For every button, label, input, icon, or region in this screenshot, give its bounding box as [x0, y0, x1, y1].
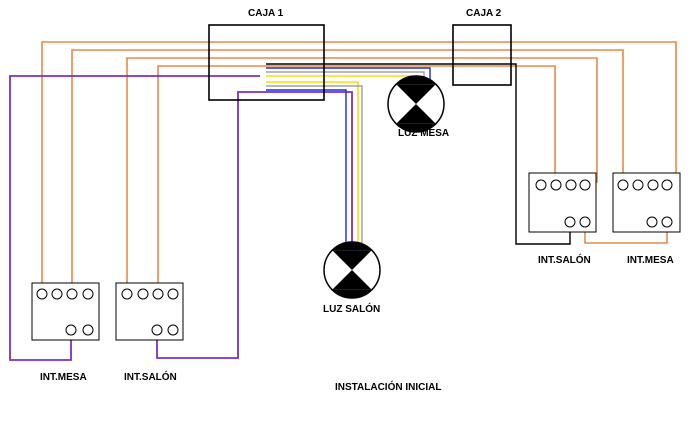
lamp-sector: [396, 84, 436, 104]
switch-terminal: [617, 179, 629, 191]
orange-wire: [71, 49, 624, 290]
switch-terminal: [646, 216, 658, 228]
luz-salon-label: LUZ SALÓN: [323, 302, 380, 315]
purple-wire: [9, 75, 260, 361]
switch-terminal: [167, 288, 179, 300]
caja-1-box: [208, 24, 325, 101]
switch-left-mesa-label: INT.MESA: [40, 372, 87, 383]
lamp-sector: [396, 104, 436, 124]
switch-terminal: [151, 324, 163, 336]
switch-terminal: [550, 179, 562, 191]
caja-1-label: CAJA 1: [248, 8, 284, 19]
lamp-sector: [332, 289, 372, 299]
switch-right-mesa-label: INT.MESA: [627, 255, 674, 266]
switch-terminal: [535, 179, 547, 191]
black-wire: [266, 63, 571, 245]
diagram-caption: INSTALACIÓN INICIAL: [335, 380, 441, 393]
switch-terminal: [579, 179, 591, 191]
switch-terminal: [647, 179, 659, 191]
yellow-wire: [266, 75, 413, 86]
switch-right-salon-label: INT.SALÓN: [538, 253, 591, 266]
switch-terminal: [66, 288, 78, 300]
switch-terminal: [565, 179, 577, 191]
purple-wire: [156, 91, 353, 359]
switch-terminal: [82, 324, 94, 336]
gray-wire: [266, 85, 363, 246]
switch-left-salon-label: INT.SALÓN: [124, 370, 177, 383]
lamp-sector: [332, 241, 372, 251]
caja-2: CAJA 2: [452, 8, 512, 86]
switch-terminal: [167, 324, 179, 336]
luz-mesa-label: LUZ MESA: [398, 128, 449, 139]
caja-1: CAJA 1: [208, 8, 325, 101]
lamp-sector: [332, 270, 372, 290]
lamp-sector: [332, 250, 372, 270]
switch-terminal: [661, 216, 673, 228]
yellow-wire: [266, 81, 359, 246]
blue-wire: [266, 89, 347, 248]
lamp-sector: [396, 75, 436, 85]
switch-left-salon: INT.SALÓN: [115, 282, 184, 383]
luz-mesa-lamp: LUZ MESA: [387, 75, 449, 139]
switch-terminal: [51, 288, 63, 300]
switch-left-mesa: INT.MESA: [31, 282, 100, 383]
purple-wires: [9, 75, 353, 361]
caja-2-box: [452, 24, 512, 86]
luz-salon-lamp: LUZ SALÓN: [323, 241, 381, 315]
switch-terminal: [564, 216, 576, 228]
switch-terminal: [137, 288, 149, 300]
caja-2-label: CAJA 2: [466, 8, 502, 19]
switch-terminal: [82, 288, 94, 300]
switch-terminal: [661, 179, 673, 191]
switch-right-mesa: INT.MESA: [612, 172, 681, 266]
blue-wire: [266, 67, 431, 80]
switch-terminal: [65, 324, 77, 336]
switch-terminal: [152, 288, 164, 300]
switch-right-salon: INT.SALÓN: [528, 172, 597, 266]
switch-terminal: [632, 179, 644, 191]
switch-terminal: [36, 288, 48, 300]
switch-terminal: [579, 216, 591, 228]
switch-terminal: [121, 288, 133, 300]
lamp-sector: [396, 123, 436, 133]
orange-wire: [584, 226, 668, 244]
